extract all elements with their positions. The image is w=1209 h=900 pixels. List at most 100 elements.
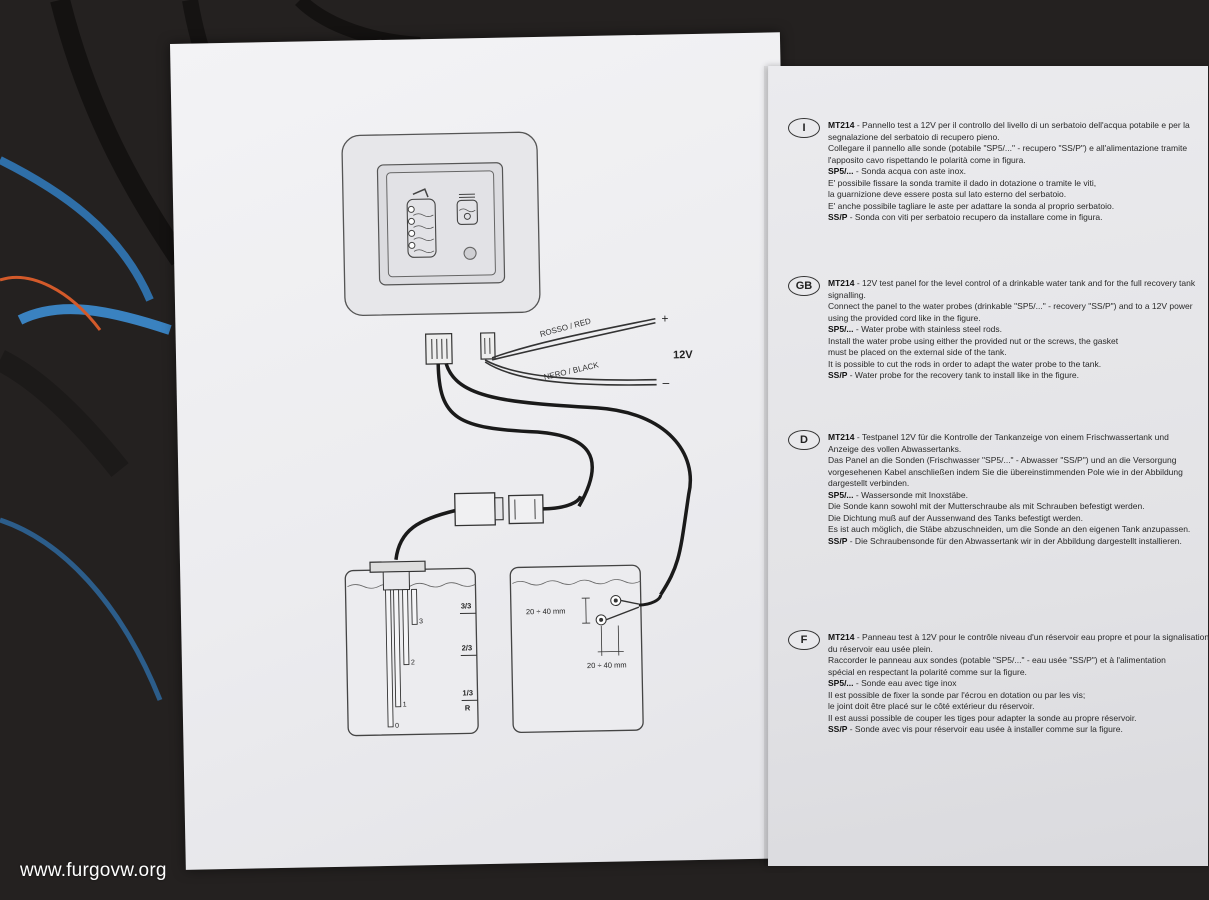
text-line-content: - Testpanel 12V für die Kontrolle der Ta…: [854, 432, 1169, 442]
text-line: E' anche possibile tagliare le aste per …: [828, 201, 1208, 213]
page-fold: [764, 66, 770, 866]
text-line-content: Install the water probe using either the…: [828, 335, 1119, 346]
wiring-diagram: ROSSO / RED NERO / BLACK + – 12V: [341, 131, 693, 737]
section-english-text: MT214 - 12V test panel for the level con…: [828, 278, 1208, 382]
language-badge-f: F: [788, 630, 820, 650]
text-line-content: - Panneau test à 12V pour le contrôle ni…: [854, 632, 1209, 642]
text-line-content: - Sonda con viti per serbatoio recupero …: [847, 212, 1103, 222]
indicator-light: [463, 246, 477, 260]
text-line-content: using the provided cord like in the figu…: [828, 312, 981, 323]
text-line-keyword: SS/P: [828, 212, 848, 222]
text-line-content: Il est aussi possible de couper les tige…: [828, 712, 1137, 723]
text-line: Anzeige des vollen Abwassertanks.: [828, 444, 1208, 456]
text-line: Install the water probe using either the…: [828, 336, 1208, 348]
level-reserve: R: [465, 703, 471, 712]
text-line-content: Anzeige des vollen Abwassertanks.: [828, 443, 962, 454]
text-line-content: du réservoir eau usée plein.: [828, 643, 933, 654]
text-line-content: - Water probe for the recovery tank to i…: [847, 370, 1080, 380]
text-line: SP5/... - Water probe with stainless ste…: [828, 324, 1208, 336]
recovery-tank-icon: [456, 193, 478, 225]
panel-connectors: [425, 332, 496, 365]
text-line: la guarnizione deve essere posta sul lat…: [828, 189, 1208, 201]
text-line: Il est aussi possible de couper les tige…: [828, 713, 1208, 725]
text-line: SS/P - Sonde avec vis pour réservoir eau…: [828, 724, 1208, 736]
text-line: MT214 - 12V test panel for the level con…: [828, 278, 1208, 290]
level-1-3: 1/3: [462, 688, 473, 697]
text-line-content: l'apposito cavo rispettando le polarità …: [828, 154, 1026, 165]
text-line: using the provided cord like in the figu…: [828, 313, 1208, 325]
text-line-content: - Sonde eau avec tige inox: [853, 678, 957, 688]
text-line-content: must be placed on the external side of t…: [828, 347, 1007, 357]
probe-number-2: 2: [411, 659, 415, 666]
text-line-content: dargestellt verbinden.: [828, 478, 910, 488]
diagram-page: ROSSO / RED NERO / BLACK + – 12V: [170, 32, 796, 870]
text-line-content: - Die Schraubensonde für den Abwassertan…: [847, 535, 1182, 546]
text-line-keyword: SS/P: [828, 724, 848, 734]
text-line-content: Es ist auch möglich, die Stäbe abzuschne…: [828, 524, 1191, 534]
text-line: SP5/... - Sonde eau avec tige inox: [828, 678, 1208, 690]
text-line-keyword: SP5/...: [828, 324, 854, 334]
text-line: MT214 - Testpanel 12V für die Kontrolle …: [828, 432, 1208, 444]
text-line-keyword: MT214: [828, 632, 855, 642]
text-line-keyword: SS/P: [828, 535, 848, 546]
text-line-content: la guarnizione deve essere posta sul lat…: [828, 189, 1067, 199]
text-line: du réservoir eau usée plein.: [828, 644, 1208, 656]
text-line-content: - Wassersonde mit Inoxstäbe.: [853, 489, 968, 500]
text-line-keyword: MT214: [828, 432, 855, 442]
text-line: SP5/... - Sonda acqua con aste inox.: [828, 166, 1208, 178]
text-line: signalling.: [828, 290, 1208, 302]
wire-red-label: ROSSO / RED: [539, 316, 592, 338]
level-3-3: 3/3: [461, 601, 472, 610]
text-line-keyword: SS/P: [828, 370, 848, 380]
text-line-content: signalling.: [828, 289, 866, 300]
text-line-content: Das Panel an die Sonden (Frischwasser "S…: [828, 455, 1177, 465]
text-line: Das Panel an die Sonden (Frischwasser "S…: [828, 455, 1208, 467]
level-2-3: 2/3: [462, 643, 473, 652]
text-line-keyword: MT214: [828, 278, 855, 288]
text-line-content: - Sonde avec vis pour réservoir eau usée…: [847, 724, 1123, 734]
dimension-horizontal: 20 ÷ 40 mm: [587, 660, 627, 670]
text-line: Die Dichtung muß auf der Aussenwand des …: [828, 513, 1208, 525]
text-line: SS/P - Water probe for the recovery tank…: [828, 370, 1208, 382]
text-line: E' possibile fissare la sonda tramite il…: [828, 178, 1208, 190]
text-line-content: It is possible to cut the rods in order …: [828, 358, 1102, 369]
text-line-content: Die Sonde kann sowohl mit der Mutterschr…: [828, 501, 1145, 511]
plus-terminal: +: [661, 311, 668, 325]
minus-terminal: –: [662, 375, 669, 389]
section-french-text: MT214 - Panneau test à 12V pour le contr…: [828, 632, 1209, 736]
text-line-keyword: MT214: [828, 120, 855, 130]
inline-connector: [454, 492, 544, 527]
dimension-vertical: 20 ÷ 40 mm: [526, 607, 566, 617]
text-line-content: segnalazione del serbatoio di recupero p…: [828, 131, 1000, 142]
text-line: Connect the panel to the water probes (d…: [828, 301, 1208, 313]
text-line: Collegare il pannello alle sonde (potabi…: [828, 143, 1208, 155]
water-tank-icon: [406, 188, 437, 258]
text-line-content: - 12V test panel for the level control o…: [854, 278, 1196, 288]
text-line: Raccorder le panneau aux sondes (potable…: [828, 655, 1208, 667]
language-badge-gb: GB: [788, 276, 820, 296]
text-line: segnalazione del serbatoio di recupero p…: [828, 132, 1208, 144]
watermark: www.furgovw.org: [20, 860, 167, 881]
voltage-label: 12V: [673, 349, 693, 361]
text-line-content: - Sonda acqua con aste inox.: [853, 166, 966, 176]
text-line-content: vorgesehenen Kabel anschließen indem Sie…: [828, 466, 1183, 477]
text-line: MT214 - Pannello test a 12V per il contr…: [828, 120, 1208, 132]
fresh-water-tank: [344, 560, 479, 737]
text-line: Il est possible de fixer la sonde par l'…: [828, 690, 1208, 702]
text-line-content: Raccorder le panneau aux sondes (potable…: [828, 655, 1166, 665]
text-line-keyword: SP5/...: [828, 678, 854, 688]
text-line: must be placed on the external side of t…: [828, 347, 1208, 359]
text-line: SP5/... - Wassersonde mit Inoxstäbe.: [828, 490, 1208, 502]
text-line-content: Il est possible de fixer la sonde par l'…: [828, 689, 1086, 700]
text-line: It is possible to cut the rods in order …: [828, 359, 1208, 371]
text-line: le joint doit être placé sur le côté ext…: [828, 701, 1208, 713]
text-line-keyword: SP5/...: [828, 489, 854, 500]
text-line-content: spécial en respectant la polarité comme …: [828, 666, 1027, 677]
text-line-content: E' anche possibile tagliare le aste per …: [828, 200, 1115, 211]
text-line-content: Die Dichtung muß auf der Aussenwand des …: [828, 512, 1083, 523]
text-line-content: E' possibile fissare la sonda tramite il…: [828, 177, 1097, 188]
text-line: MT214 - Panneau test à 12V pour le contr…: [828, 632, 1209, 644]
section-italian-text: MT214 - Pannello test a 12V per il contr…: [828, 120, 1208, 224]
probe-number-1: 1: [403, 702, 407, 709]
text-line-content: - Pannello test a 12V per il controllo d…: [854, 120, 1190, 130]
